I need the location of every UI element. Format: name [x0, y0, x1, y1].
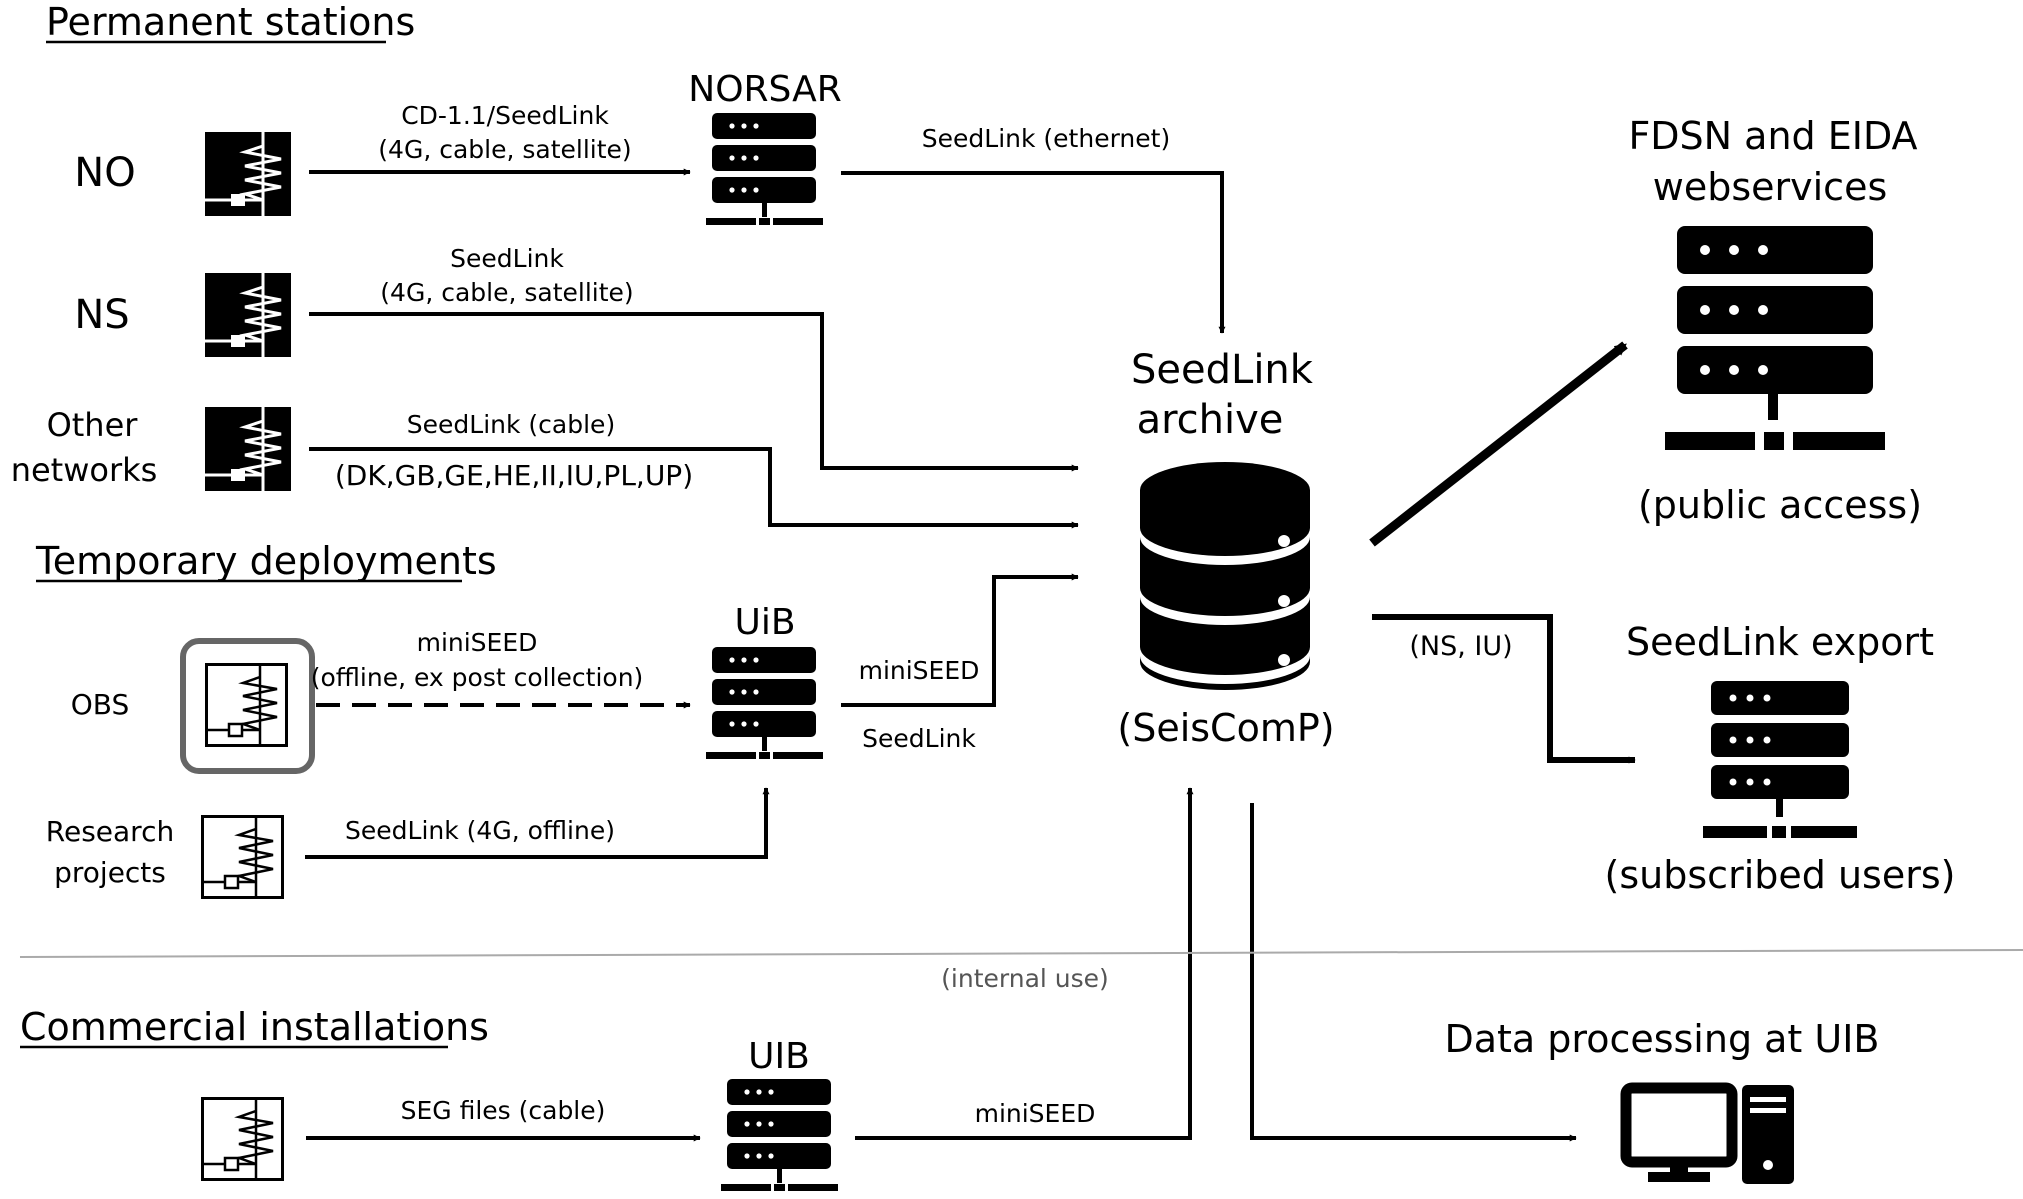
computer-icon: [1620, 1082, 1794, 1184]
link-label-obs-1: miniSEED: [417, 628, 538, 657]
link-label-uib-out-1: miniSEED: [859, 656, 980, 685]
link-label-export-nets: (NS, IU): [1409, 631, 1512, 662]
server-icon: [706, 113, 823, 225]
export-note: (subscribed users): [1605, 853, 1956, 897]
link-archive-processing: [1250, 803, 1577, 1142]
processing-title: Data processing at UIB: [1444, 1017, 1879, 1061]
server-icon: [721, 1079, 838, 1191]
link-ns-archive: [309, 312, 1079, 472]
connections: [19, 168, 2023, 1142]
link-label-obs-2: (offline, ex post collection): [311, 663, 644, 692]
archive-software: (SeisComP): [1117, 706, 1334, 750]
server-icon: [1703, 681, 1857, 838]
link-label-norsar-out: SeedLink (ethernet): [922, 124, 1170, 153]
fdsn-note: (public access): [1638, 483, 1922, 527]
station-obs-label: OBS: [71, 688, 130, 721]
link-label-internal: (internal use): [941, 964, 1109, 993]
link-uib2-archive: [855, 787, 1194, 1140]
link-archive-fdsn: [1369, 341, 1628, 547]
section-commercial: Commercial installations: [20, 1005, 489, 1049]
seismometer-icon: [203, 271, 293, 359]
station-no-label: NO: [74, 150, 135, 196]
link-label-uib-out-2: SeedLink: [862, 724, 976, 753]
section-permanent: Permanent stations: [46, 0, 415, 44]
link-label-ns-1: SeedLink: [450, 244, 564, 273]
link-label-no-1: CD-1.1/SeedLink: [401, 101, 609, 130]
seismometer-icon: [203, 405, 293, 493]
link-label-other-1: SeedLink (cable): [407, 410, 615, 439]
seismometer-icon: [203, 130, 293, 218]
link-label-commercial: SEG files (cable): [401, 1096, 606, 1125]
server-icon: [706, 647, 823, 759]
station-research-label-2: projects: [54, 856, 166, 889]
archive-title-2: archive: [1137, 397, 1284, 443]
section-temporary: Temporary deployments: [35, 539, 497, 583]
separator-line: [19, 949, 2023, 958]
server-uib-label: UiB: [734, 602, 795, 643]
link-label-research: SeedLink (4G, offline): [345, 816, 615, 845]
link-other-archive: [309, 447, 1079, 529]
server-norsar-label: NORSAR: [688, 69, 841, 110]
station-research-label-1: Research: [46, 815, 174, 848]
database-icon: [1140, 462, 1310, 690]
server-uib-commercial-label: UIB: [748, 1036, 810, 1077]
station-other-label-2: networks: [11, 451, 158, 489]
link-uib-archive: [841, 573, 1079, 707]
station-ns-label: NS: [74, 292, 129, 338]
link-label-commercial-out: miniSEED: [975, 1099, 1096, 1128]
link-norsar-archive: [841, 171, 1226, 334]
server-icon: [1665, 226, 1885, 450]
station-other-label-1: Other: [47, 406, 139, 444]
archive-title-1: SeedLink: [1131, 347, 1314, 393]
link-label-no-2: (4G, cable, satellite): [378, 135, 631, 164]
seismometer-icon: [201, 1097, 284, 1181]
link-label-other-2: (DK,GB,GE,HE,II,IU,PL,UP): [335, 459, 693, 492]
link-label-ns-2: (4G, cable, satellite): [380, 278, 633, 307]
obs-seismometer-icon: [180, 638, 315, 774]
link-archive-export: [1372, 614, 1636, 764]
fdsn-title-1: FDSN and EIDA: [1628, 114, 1917, 158]
seismometer-icon: [201, 815, 284, 899]
fdsn-title-2: webservices: [1653, 165, 1888, 209]
link-research-uib: [305, 787, 770, 859]
export-title: SeedLink export: [1626, 620, 1934, 664]
